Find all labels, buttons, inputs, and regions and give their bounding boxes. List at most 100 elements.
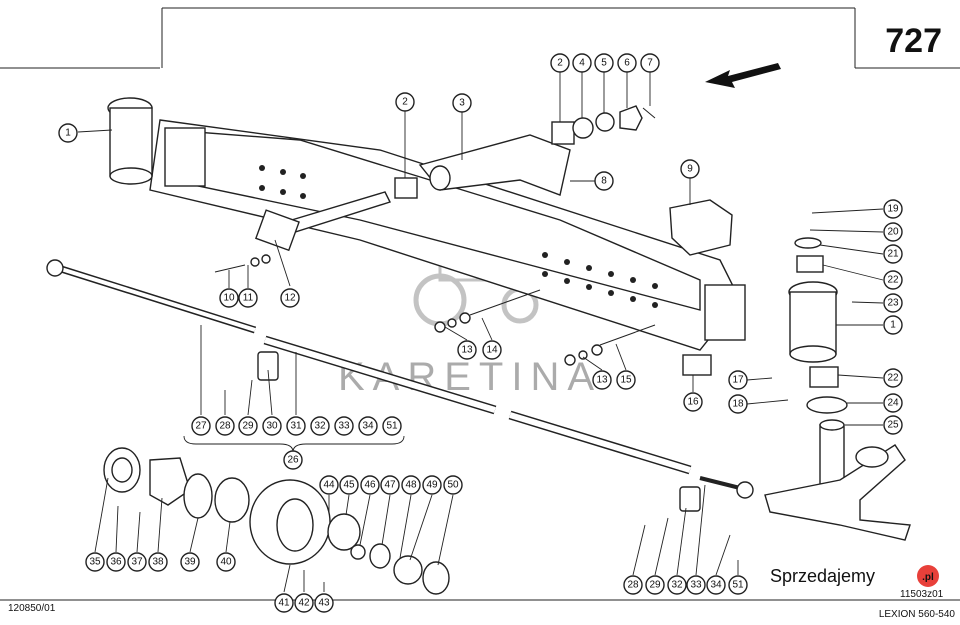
svg-text:39: 39	[184, 557, 196, 568]
svg-text:32: 32	[671, 580, 683, 591]
callout: 43	[314, 593, 334, 613]
svg-text:34: 34	[710, 580, 722, 591]
callout: 32	[667, 575, 687, 595]
callout: 39	[180, 552, 200, 572]
callout: 41	[274, 593, 294, 613]
svg-text:34: 34	[362, 421, 374, 432]
callout: 3	[452, 93, 472, 113]
callout: 13	[457, 340, 477, 360]
callout: 46	[360, 475, 380, 495]
svg-text:22: 22	[887, 373, 899, 384]
stub-axle	[764, 237, 911, 541]
svg-text:44: 44	[323, 480, 335, 491]
svg-text:18: 18	[732, 399, 744, 410]
callout: 18	[728, 394, 748, 414]
svg-text:26: 26	[287, 455, 299, 466]
svg-text:28: 28	[627, 580, 639, 591]
callout: 36	[106, 552, 126, 572]
svg-text:25: 25	[887, 420, 899, 431]
svg-text:15: 15	[620, 375, 632, 386]
drawing-ref-left: 120850/01	[8, 603, 56, 614]
callout: 2	[395, 92, 415, 112]
model-label: LEXION 560-540	[879, 609, 956, 620]
site-logo-badge: .pl	[922, 572, 934, 583]
site-logo: Sprzedajemy .pl	[770, 565, 939, 587]
svg-text:2: 2	[402, 97, 408, 108]
callout: 27	[191, 416, 211, 436]
callout: 24	[883, 393, 903, 413]
axle-frame	[149, 119, 746, 351]
tie-rod-end	[679, 476, 754, 512]
svg-text:41: 41	[278, 598, 290, 609]
callout: 40	[216, 552, 236, 572]
callout: 33	[334, 416, 354, 436]
svg-text:19: 19	[887, 204, 899, 215]
callout: 29	[645, 575, 665, 595]
callout: 22	[883, 368, 903, 388]
svg-text:27: 27	[195, 421, 207, 432]
callout: 14	[482, 340, 502, 360]
svg-text:48: 48	[405, 480, 417, 491]
svg-text:9: 9	[687, 164, 693, 175]
callout: 35	[85, 552, 105, 572]
svg-text:32: 32	[314, 421, 326, 432]
svg-text:38: 38	[152, 557, 164, 568]
callout: 28	[215, 416, 235, 436]
svg-text:37: 37	[131, 557, 143, 568]
callouts: 1 2 3 2 4 5 6 7 8 9 19 20 21 22 23 1 10 …	[58, 53, 903, 613]
callout: 30	[262, 416, 282, 436]
leader-lines	[77, 72, 884, 593]
callout: 7	[640, 53, 660, 73]
callout: 32	[310, 416, 330, 436]
callout: 8	[594, 171, 614, 191]
callout: 47	[380, 475, 400, 495]
callout: 22	[883, 270, 903, 290]
drawing-ref-right: 11503z01	[900, 589, 944, 600]
callout: 34	[706, 575, 726, 595]
svg-text:36: 36	[110, 557, 122, 568]
svg-text:46: 46	[364, 480, 376, 491]
svg-text:29: 29	[649, 580, 661, 591]
svg-text:35: 35	[89, 557, 101, 568]
svg-text:43: 43	[318, 598, 330, 609]
svg-text:12: 12	[284, 293, 296, 304]
svg-text:13: 13	[461, 345, 473, 356]
svg-text:10: 10	[223, 293, 235, 304]
callout: 1	[883, 315, 903, 335]
svg-text:50: 50	[447, 480, 459, 491]
svg-text:28: 28	[219, 421, 231, 432]
svg-text:31: 31	[290, 421, 302, 432]
callout: 28	[623, 575, 643, 595]
callout: 5	[594, 53, 614, 73]
svg-text:49: 49	[426, 480, 438, 491]
svg-text:7: 7	[647, 58, 653, 69]
callout: 11	[238, 288, 258, 308]
hub-assembly	[103, 447, 450, 595]
svg-text:4: 4	[579, 58, 585, 69]
site-logo-text: Sprzedajemy	[770, 566, 875, 586]
svg-text:2: 2	[557, 58, 563, 69]
callout: 4	[572, 53, 592, 73]
site-logo-badge-icon: .pl	[917, 565, 939, 587]
trunnion-tube	[254, 134, 571, 252]
svg-text:29: 29	[242, 421, 254, 432]
svg-text:11: 11	[243, 293, 254, 304]
svg-text:24: 24	[887, 398, 899, 409]
callout: 1	[58, 123, 78, 143]
tie-rod	[46, 259, 692, 475]
callout: 44	[319, 475, 339, 495]
svg-text:1: 1	[890, 320, 896, 331]
callout: 45	[339, 475, 359, 495]
callout: 2	[550, 53, 570, 73]
callout: 31	[286, 416, 306, 436]
callout: 33	[686, 575, 706, 595]
callout: 26	[283, 450, 303, 470]
callout: 21	[883, 244, 903, 264]
callout: 13	[592, 370, 612, 390]
callout: 20	[883, 222, 903, 242]
page-number: 727	[885, 22, 942, 60]
callout: 15	[616, 370, 636, 390]
svg-text:22: 22	[887, 275, 899, 286]
svg-text:6: 6	[624, 58, 630, 69]
callout: 25	[883, 415, 903, 435]
